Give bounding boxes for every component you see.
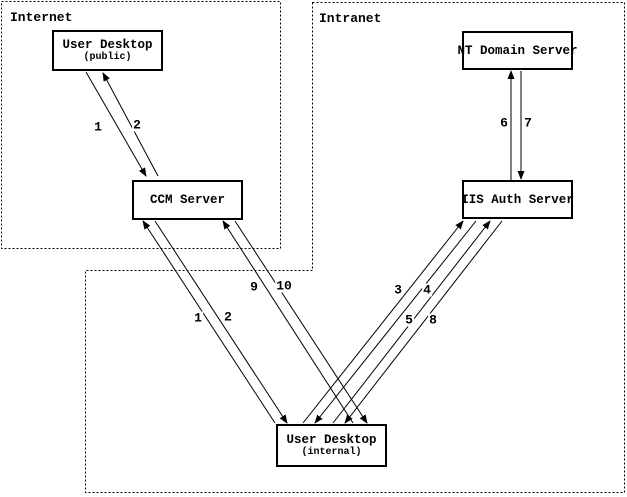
edge-label-1-public: 1	[93, 119, 103, 135]
nt-domain-server-node: NT Domain Server	[457, 31, 578, 70]
edge-label-9: 9	[249, 279, 259, 295]
node-title: IIS Auth Server	[461, 192, 574, 207]
iis-auth-server-node: IIS Auth Server	[461, 180, 574, 219]
edge-label-5: 5	[404, 312, 414, 328]
user-desktop-public-node: User Desktop (public)	[52, 30, 163, 71]
user-desktop-internal-node: User Desktop (internal)	[276, 424, 387, 467]
arrow-line-9-internal-to-ccm	[222, 220, 354, 424]
edge-label-2-internal: 2	[223, 309, 233, 325]
arrow-line-3-internal-to-iis	[302, 220, 464, 424]
node-subtitle: (public)	[83, 52, 132, 63]
ccm-server-node: CCM Server	[132, 180, 243, 220]
internet-region-label: Internet	[10, 10, 73, 25]
node-subtitle: (internal)	[301, 447, 362, 458]
arrow-line-8-iis-to-internal	[344, 220, 503, 424]
arrow-line-2-ccm-to-public	[102, 72, 159, 177]
edge-label-3: 3	[393, 282, 403, 298]
node-title: CCM Server	[149, 193, 225, 207]
edge-label-10: 10	[275, 278, 293, 294]
edge-label-8: 8	[428, 312, 438, 328]
edge-label-2-public: 2	[132, 117, 142, 133]
node-title: NT Domain Server	[457, 43, 578, 58]
node-title: User Desktop	[286, 433, 377, 447]
edge-label-4: 4	[422, 282, 432, 298]
intranet-region-label: Intranet	[319, 11, 382, 26]
arrow-line-2-ccm-to-internal	[154, 220, 288, 424]
arrow-line-1-public-to-ccm	[85, 71, 147, 177]
intranet-region-outline	[85, 2, 625, 493]
edge-label-6: 6	[499, 115, 509, 131]
node-title: User Desktop	[62, 38, 153, 52]
arrow-line-10-ccm-to-internal	[234, 220, 368, 424]
edge-label-7: 7	[523, 115, 533, 131]
edge-label-1-internal: 1	[193, 310, 203, 326]
internet-region-outline	[1, 1, 281, 249]
arrow-line-4-iis-to-internal	[314, 220, 477, 424]
arrow-line-1-internal-to-ccm	[142, 220, 276, 424]
